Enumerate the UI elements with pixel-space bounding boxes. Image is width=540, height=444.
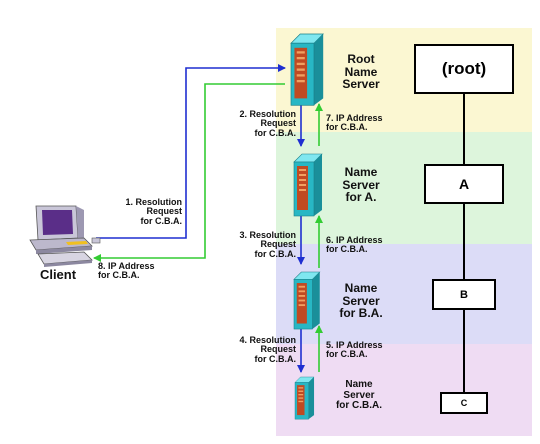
cba-server-icon [294,376,315,420]
step-5-label: 5. IP Address for C.B.A. [326,340,383,360]
step-8-label: 8. IP Address for C.B.A. [98,261,155,281]
arrow-8-response [93,83,285,262]
step-3-label: 3. Resolution Request for C.B.A. [239,230,296,259]
step-1-label: 1. Resolution Request for C.B.A. [125,197,182,226]
tree-node-a: A [424,164,504,204]
ba-server-label: Name Server for B.A. [339,281,383,321]
root-server-icon [290,33,325,106]
tree-node-b: B [432,279,496,310]
cba-server-label: Name Server for C.B.A. [335,379,383,411]
a-server-label: Name Server for A. [342,165,380,205]
ba-server-icon [293,271,321,330]
client-label: Client [39,267,77,282]
root-server-label: Root Name Server [342,52,380,92]
arrow-1-request [96,64,286,239]
step-7-label: 7. IP Address for C.B.A. [326,113,383,133]
desktop-computer-icon [29,205,101,267]
step-4-label: 4. Resolution Request for C.B.A. [239,335,296,364]
step-2-label: 2. Resolution Request for C.B.A. [239,109,296,138]
step-6-label: 6. IP Address for C.B.A. [326,235,383,255]
a-server-icon [293,153,323,217]
tree-node-c: C [440,392,488,414]
tree-node-root: (root) [414,44,514,94]
